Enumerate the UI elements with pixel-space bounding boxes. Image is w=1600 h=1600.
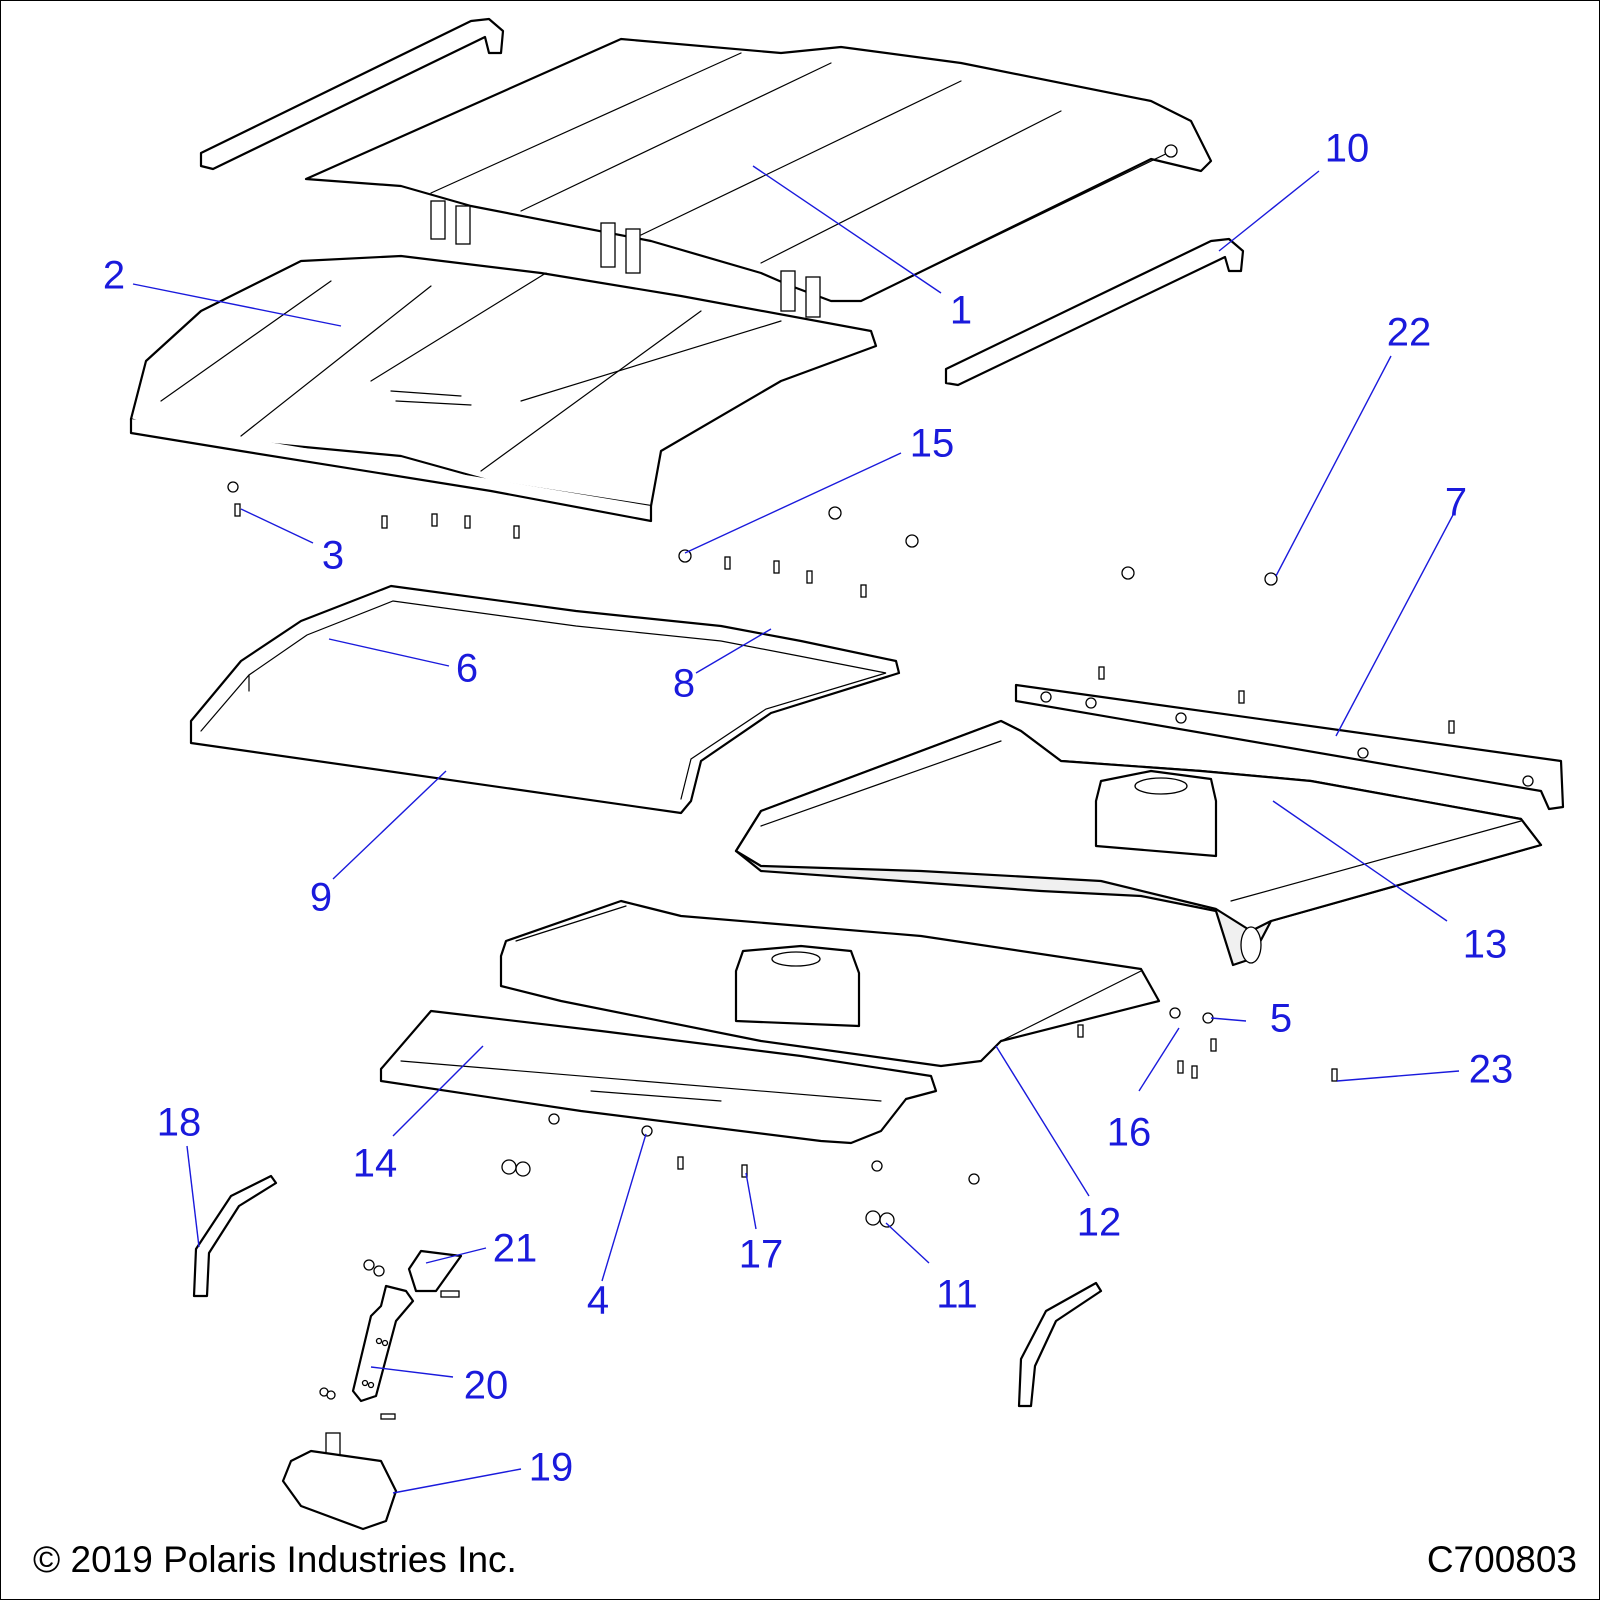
callout-16: 16	[1107, 1111, 1152, 1155]
side-rail-right-part	[944, 237, 1245, 387]
callout-14: 14	[353, 1142, 398, 1186]
callout-13: 13	[1463, 923, 1508, 967]
front-trim-part	[379, 1009, 938, 1145]
callout-17: 17	[739, 1233, 784, 1277]
drawing-number: C700803	[1426, 1539, 1577, 1580]
callout-1: 1	[950, 289, 972, 333]
callout-15: 15	[910, 422, 955, 466]
callout-22: 22	[1387, 311, 1432, 355]
rear-bar-part	[1014, 683, 1565, 811]
callout-labels: 1 2 3 4 5 6 7 8 9 10 11 12 13 14 15 16 1…	[103, 127, 1513, 1490]
headliner-upper-part	[734, 719, 1543, 967]
callout-23: 23	[1469, 1048, 1514, 1092]
callout-4: 4	[587, 1279, 609, 1323]
leader-lines	[132, 165, 1460, 1494]
fastener-group	[227, 481, 1455, 1420]
callout-12: 12	[1077, 1201, 1122, 1245]
callout-3: 3	[322, 534, 344, 578]
grab-handle-right-part	[1017, 1281, 1103, 1408]
callout-21: 21	[493, 1227, 538, 1271]
callout-10: 10	[1325, 127, 1370, 171]
callout-5: 5	[1270, 997, 1292, 1041]
callout-9: 9	[310, 876, 332, 920]
callout-6: 6	[456, 647, 478, 691]
roof-top-part	[129, 254, 878, 523]
mirror-bracket-part	[407, 1249, 463, 1293]
callout-2: 2	[103, 254, 125, 298]
headliner-lower-part	[499, 899, 1161, 1068]
callout-20: 20	[464, 1364, 509, 1408]
rear-view-mirror-part	[281, 1432, 398, 1531]
callout-19: 19	[529, 1446, 574, 1490]
mirror-mount-part	[351, 1284, 415, 1403]
seal-frame-part	[189, 584, 901, 815]
side-rail-left-part	[199, 17, 505, 171]
callout-7: 7	[1445, 481, 1467, 525]
callout-8: 8	[673, 662, 695, 706]
callout-11: 11	[936, 1273, 978, 1317]
grab-handle-left-part	[192, 1174, 278, 1298]
callout-18: 18	[157, 1101, 202, 1145]
copyright-notice: © 2019 Polaris Industries Inc.	[33, 1539, 517, 1580]
